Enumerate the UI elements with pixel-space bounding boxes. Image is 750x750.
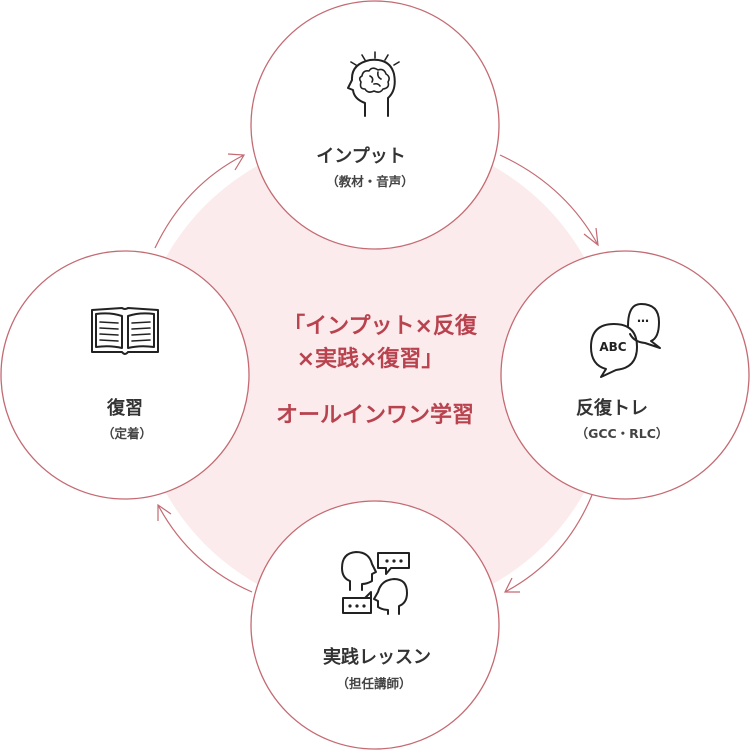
speech-bubble-dots: … <box>637 311 649 325</box>
node-review-subtitle: （定着） <box>102 426 152 441</box>
center-line-3: オールインワン学習 <box>276 402 474 428</box>
node-input-title: インプット <box>316 145 405 167</box>
node-repetition-circle <box>500 250 750 500</box>
center-line-1: 「インプット×反復 <box>283 313 478 339</box>
center-caption: 「インプット×反復 ×実践×復習」 オールインワン学習 <box>276 313 478 428</box>
node-repetition-title: 反復トレ <box>576 397 648 419</box>
node-review-title: 復習 <box>106 397 143 419</box>
cycle-arrows <box>154 153 599 593</box>
node-practice-subtitle: （担任講師） <box>336 676 411 691</box>
node-input-circle <box>250 0 500 250</box>
node-review: 復習 （定着） <box>0 250 250 500</box>
arrow-head-review <box>157 503 172 521</box>
node-repetition: … ABC 反復トレ （GCC・RLC） <box>500 250 750 500</box>
node-practice: 実践レッスン （担任講師） <box>250 500 500 750</box>
arrow-head-practice <box>504 577 520 593</box>
arrow-review-to-input <box>154 154 245 249</box>
arrow-head-input <box>227 153 246 171</box>
node-review-circle <box>0 250 250 500</box>
node-input: インプット （教材・音声） <box>250 0 500 250</box>
node-input-subtitle: （教材・音声） <box>326 174 414 189</box>
speech-bubbles-icon: … ABC <box>590 303 661 378</box>
center-line-2: ×実践×復習」 <box>297 346 444 372</box>
cycle-ring-background <box>135 135 615 615</box>
open-book-icon <box>91 307 159 355</box>
node-repetition-subtitle: （GCC・RLC） <box>576 426 669 441</box>
arrow-head-repetition <box>583 227 599 247</box>
node-practice-circle <box>250 500 500 750</box>
arrow-repetition-to-practice <box>504 494 593 593</box>
arrow-practice-to-review <box>157 504 253 593</box>
node-practice-title: 実践レッスン <box>323 646 431 668</box>
speech-bubble-abc: ABC <box>599 340 626 354</box>
conversation-heads-icon <box>341 551 410 615</box>
brain-head-icon <box>347 51 400 117</box>
arrow-input-to-repetition <box>499 154 599 246</box>
